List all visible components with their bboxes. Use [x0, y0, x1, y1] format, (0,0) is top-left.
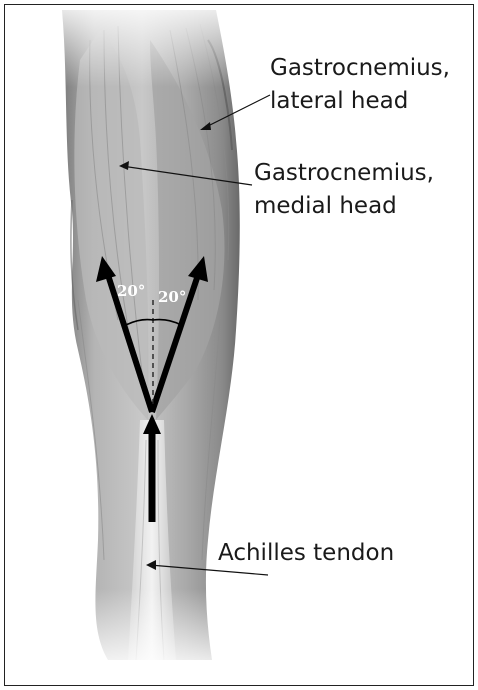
label-lateral-line-2: lateral head: [270, 85, 450, 118]
angle-label-left: 20°: [117, 282, 145, 300]
label-medial-line-2: medial head: [254, 190, 434, 223]
angle-label-right: 20°: [158, 288, 186, 306]
label-lateral-line-1: Gastrocnemius,: [270, 52, 450, 85]
label-gastrocnemius-lateral-head: Gastrocnemius, lateral head: [270, 52, 450, 118]
label-achilles-text: Achilles tendon: [218, 537, 394, 570]
label-gastrocnemius-medial-head: Gastrocnemius, medial head: [254, 157, 434, 223]
label-medial-line-1: Gastrocnemius,: [254, 157, 434, 190]
label-achilles-tendon: Achilles tendon: [218, 537, 394, 570]
